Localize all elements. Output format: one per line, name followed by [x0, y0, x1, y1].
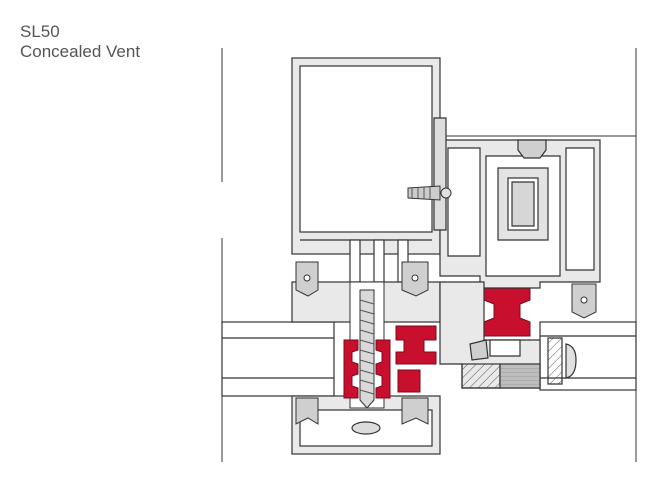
left-glass-pane — [221, 321, 335, 397]
screw-head-cap — [351, 421, 381, 435]
title-block: SL50 Concealed Vent — [20, 22, 140, 62]
mullion-inner-chamber — [299, 65, 433, 233]
glazing-bead-right — [547, 337, 563, 385]
screw-washer — [440, 187, 452, 199]
thermal-break-right — [375, 339, 391, 399]
thermal-break-vent-low — [397, 369, 421, 393]
hatched-bead — [461, 363, 501, 389]
gaskets — [295, 261, 597, 425]
bead-gasket — [565, 343, 577, 379]
left-glazing-unit — [221, 321, 335, 397]
concealed-vent-sash — [433, 117, 601, 289]
vent-lower-section — [439, 281, 541, 389]
thermal-break-left — [343, 339, 359, 399]
vent-gasket-top — [433, 117, 447, 231]
right-glazing-unit — [539, 321, 637, 391]
fixing-screw — [359, 289, 375, 409]
thermal-break-vent-frame — [395, 325, 437, 365]
product-name: Concealed Vent — [20, 42, 141, 61]
drainage-lip — [489, 339, 521, 357]
vent-top-clip — [517, 139, 547, 159]
vent-gasket-low — [469, 339, 489, 361]
thermal-breaks — [343, 287, 531, 399]
thermal-break-sash — [483, 287, 531, 337]
vent-inner-chamber — [447, 147, 481, 257]
gasket-mid-bottom — [401, 397, 429, 425]
product-code: SL50 — [20, 22, 60, 41]
mullion-profile — [291, 57, 441, 283]
glazing-tape — [499, 363, 541, 389]
screw-fixing-head — [407, 185, 452, 201]
vent-right-chamber — [565, 147, 595, 271]
gasket-left-bottom — [295, 397, 319, 425]
